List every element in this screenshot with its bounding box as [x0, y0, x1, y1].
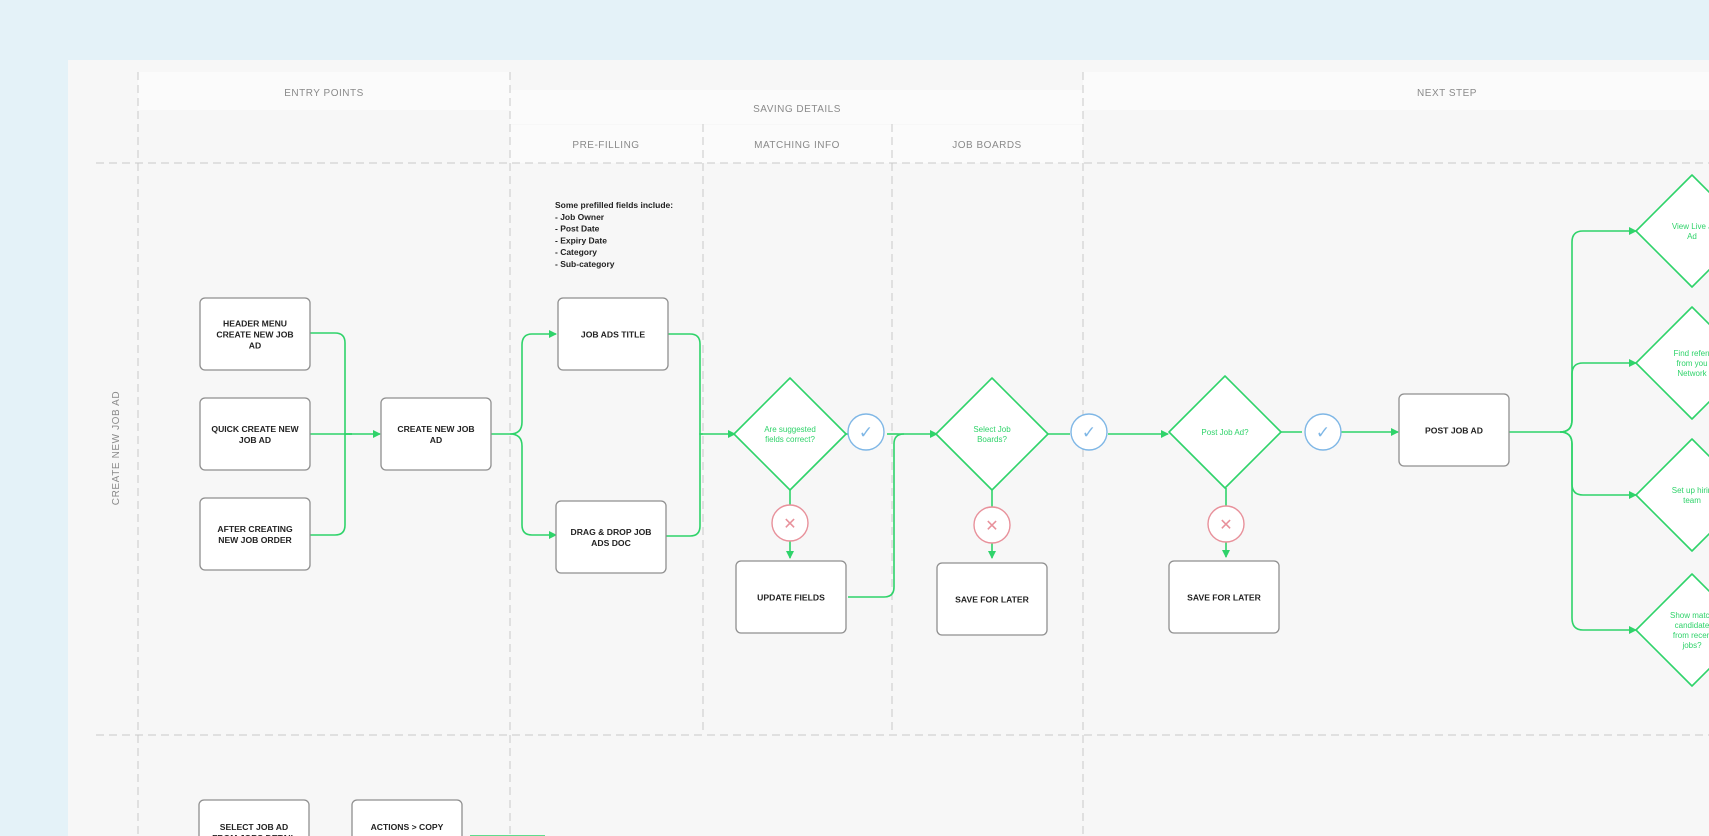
svg-text:✓: ✓: [1316, 423, 1330, 442]
decision-label-line: team: [1683, 496, 1701, 505]
lane-grid: [96, 72, 1709, 836]
box-label-line: CREATE NEW JOB: [397, 424, 474, 434]
svg-text:✓: ✓: [1082, 423, 1096, 442]
process-box-post-job-ad[interactable]: POST JOB AD: [1398, 393, 1510, 467]
header-next-step: NEXT STEP: [1417, 88, 1477, 99]
note-line: - Sub-category: [555, 259, 615, 269]
box-label-line: FROM JOBS DETAIL: [212, 833, 296, 836]
decision-label-line: Select Job: [973, 425, 1011, 434]
note-line: - Category: [555, 247, 597, 257]
cross-icon: ✕: [973, 506, 1011, 544]
process-box-select-job-ad[interactable]: SELECT JOB ADFROM JOBS DETAIL: [198, 799, 310, 836]
decision-label-line: from you: [1676, 359, 1707, 368]
box-label-line: SAVE FOR LATER: [955, 595, 1029, 605]
check-icon: ✓: [847, 413, 885, 451]
box-label-line: CREATE NEW JOB: [216, 330, 293, 340]
header-band-saving: [510, 90, 1083, 124]
box-label-line: UPDATE FIELDS: [757, 593, 825, 603]
decision-label-line: View Live J: [1672, 222, 1709, 231]
check-icon: ✓: [1070, 413, 1108, 451]
process-box-save-later-1[interactable]: SAVE FOR LATER: [936, 562, 1048, 636]
svg-text:✕: ✕: [1219, 517, 1232, 534]
svg-text:✓: ✓: [859, 423, 873, 442]
box-label-line: AD: [430, 435, 442, 445]
note-line: - Post Date: [555, 224, 600, 234]
header-saving-details: SAVING DETAILS: [753, 104, 841, 115]
header-band-sub: [510, 125, 1083, 163]
decision-label-line: Find referr: [1674, 349, 1709, 358]
box-label-line: AD: [249, 341, 261, 351]
decision-label-line: Set up hirin: [1672, 486, 1709, 495]
box-label-line: AFTER CREATING: [217, 524, 293, 534]
box-label-line: JOB ADS TITLE: [581, 330, 645, 340]
decision-label-line: Are suggested: [764, 425, 816, 434]
connectors: [310, 227, 1637, 836]
svg-text:✕: ✕: [985, 518, 998, 535]
process-box-job-ads-title[interactable]: JOB ADS TITLE: [557, 297, 669, 371]
note-line: Some prefilled fields include:: [555, 200, 673, 210]
decision-label-line: candidate: [1675, 621, 1709, 630]
header-pre-filling: PRE-FILLING: [572, 140, 639, 151]
decision-label-line: Show match: [1670, 611, 1709, 620]
box-label-line: SAVE FOR LATER: [1187, 593, 1261, 603]
box-label-line: POST JOB AD: [1425, 426, 1483, 436]
process-box-save-later-2[interactable]: SAVE FOR LATER: [1168, 560, 1280, 634]
note-line: - Job Owner: [555, 212, 605, 222]
box-label-line: ADS DOC: [591, 538, 631, 548]
decision-label-line: fields correct?: [765, 435, 815, 444]
decision-label-line: Boards?: [977, 435, 1007, 444]
cross-icon: ✕: [771, 504, 809, 542]
prefill-note: Some prefilled fields include: - Job Owne…: [555, 200, 673, 269]
box-label-line: SELECT JOB AD: [220, 822, 288, 832]
lane-label: CREATE NEW JOB AD: [111, 391, 122, 505]
decision-label-line: jobs?: [1681, 641, 1702, 650]
header-entry-points: ENTRY POINTS: [284, 88, 364, 99]
header-matching-info: MATCHING INFO: [754, 140, 840, 151]
box-label-line: QUICK CREATE NEW: [211, 424, 299, 434]
header-job-boards: JOB BOARDS: [952, 140, 1021, 151]
header-band-entry: [138, 72, 510, 110]
box-label-line: NEW JOB ORDER: [218, 535, 292, 545]
box-label-line: JOB AD: [239, 435, 271, 445]
header-band-next: [1083, 72, 1709, 110]
box-label-line: ACTIONS > COPY: [371, 822, 444, 832]
decision-label-line: from recen: [1673, 631, 1709, 640]
process-box-update-fields[interactable]: UPDATE FIELDS: [735, 560, 847, 634]
decision-label-line: Ad: [1687, 232, 1697, 241]
check-icon: ✓: [1304, 413, 1342, 451]
box-label-line: HEADER MENU: [223, 319, 287, 329]
decision-post-job-ad-q[interactable]: Post Job Ad?: [1168, 375, 1282, 489]
box-label-line: DRAG & DROP JOB: [570, 527, 651, 537]
decision-label-line: Post Job Ad?: [1201, 428, 1249, 437]
decision-view-live[interactable]: View Live JAd: [1635, 174, 1709, 288]
note-line: - Expiry Date: [555, 235, 607, 245]
cross-icon: ✕: [1207, 505, 1245, 543]
svg-text:✕: ✕: [783, 516, 796, 533]
decision-label-line: Network: [1677, 369, 1707, 378]
process-box-actions-copy[interactable]: ACTIONS > COPY: [351, 799, 463, 836]
